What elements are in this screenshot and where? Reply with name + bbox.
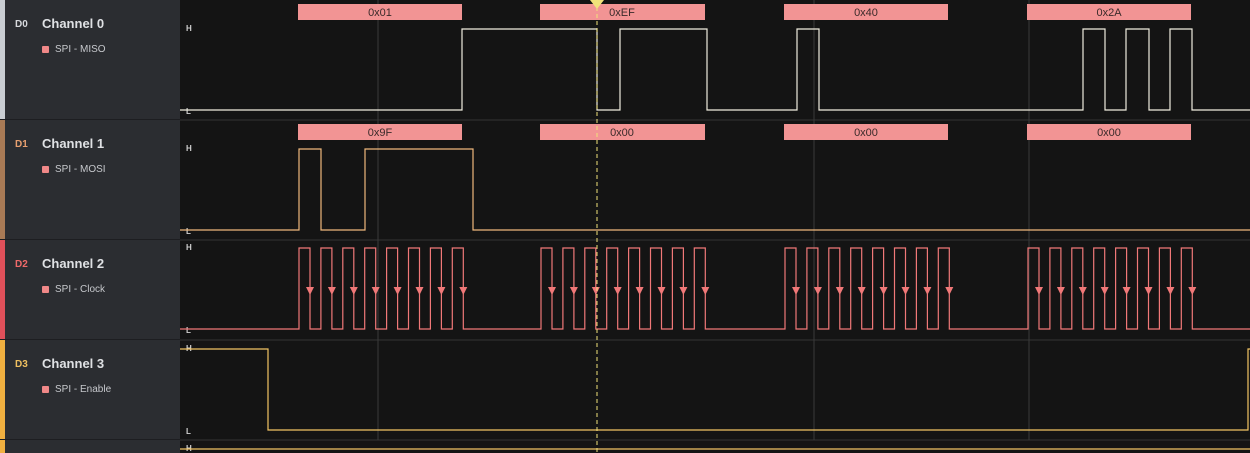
level-low-label: L xyxy=(186,326,191,335)
clock-sample-arrow-icon xyxy=(701,287,710,295)
clock-sample-arrow-icon xyxy=(437,287,446,295)
clock-sample-arrow-icon xyxy=(306,287,314,295)
clock-sample-arrow-icon xyxy=(792,287,800,295)
level-high-label: H xyxy=(186,144,192,153)
clock-sample-arrow-icon xyxy=(901,287,910,295)
analyzer-color-swatch xyxy=(42,286,49,293)
decoded-packet[interactable] xyxy=(540,4,705,20)
clock-sample-arrow-icon xyxy=(857,287,866,295)
clock-sample-arrow-icon xyxy=(835,287,844,295)
decoded-packet-value: 0x40 xyxy=(854,7,878,19)
channel-row-3[interactable]: D3 Channel 3 SPI - Enable xyxy=(0,340,180,440)
analyzer-label: SPI - Clock xyxy=(55,284,106,295)
channel-name[interactable]: Channel 0 xyxy=(42,16,105,31)
channel-accent-bar xyxy=(0,120,5,239)
level-low-label: L xyxy=(186,107,191,116)
clock-sample-arrow-icon xyxy=(327,287,336,295)
lane-separator xyxy=(180,339,1250,341)
mosi-decoded-packets[interactable]: 0x9F 0x00 0x00 0x00 xyxy=(298,124,1191,140)
channel-accent-bar xyxy=(0,440,5,453)
miso-decoded-packets[interactable]: 0x01 0xEF 0x40 0x2A xyxy=(298,4,1191,20)
miso-waveform xyxy=(180,28,1250,111)
decoded-packet[interactable] xyxy=(298,4,462,20)
clock-sample-arrow-icon xyxy=(569,287,578,295)
lane-separator xyxy=(180,439,1250,441)
decoded-packet-value: 0x2A xyxy=(1096,7,1122,19)
clock-sample-arrow-icon xyxy=(1078,287,1087,295)
channel-row-4[interactable] xyxy=(0,440,180,453)
clock-sample-arrow-icon xyxy=(923,287,932,295)
analyzer-label: SPI - Enable xyxy=(55,384,112,395)
channel-accent-bar xyxy=(0,340,5,439)
decoded-packet[interactable] xyxy=(1027,124,1191,140)
clock-sample-arrow-icon xyxy=(1144,287,1153,295)
clock-sample-arrow-icon xyxy=(945,287,954,295)
clock-sample-arrow-icon xyxy=(1035,287,1043,295)
waveform-canvas[interactable]: H L H L H L H L H 0x01 0xEF 0x40 0x2A 0x… xyxy=(180,0,1250,453)
clock-sample-arrow-icon xyxy=(1056,287,1065,295)
clock-sample-arrow-icon xyxy=(415,287,424,295)
level-high-label: H xyxy=(186,243,192,252)
channel-sidebar: D0 Channel 0 SPI - MISO D1 Channel 1 SPI… xyxy=(0,0,180,453)
mosi-waveform xyxy=(180,148,1250,231)
level-labels: H L H L H L H L H xyxy=(186,24,192,453)
decoded-packet-value: 0x01 xyxy=(368,7,392,19)
channel-row-2[interactable]: D2 Channel 2 SPI - Clock xyxy=(0,240,180,340)
clock-sample-arrow-icon xyxy=(813,287,822,295)
clock-sample-arrow-icon xyxy=(591,287,600,295)
decoded-packet[interactable] xyxy=(1027,4,1191,20)
clock-sample-arrow-icon xyxy=(371,287,380,295)
analyzer-label: SPI - MOSI xyxy=(55,164,106,175)
channel-id: D1 xyxy=(15,139,28,150)
channel-id: D2 xyxy=(15,259,28,270)
clock-sample-arrow-icon xyxy=(657,287,666,295)
clock-waveform xyxy=(180,247,1250,330)
waveform-area[interactable]: H L H L H L H L H 0x01 0xEF 0x40 0x2A 0x… xyxy=(180,0,1250,453)
decoded-packet[interactable] xyxy=(784,124,948,140)
timing-cursor-handle-icon[interactable] xyxy=(590,0,604,9)
decoded-packet-value: 0xEF xyxy=(609,7,635,19)
lane-separator xyxy=(180,119,1250,121)
clock-sample-arrow-icon xyxy=(613,287,622,295)
decoded-packet[interactable] xyxy=(784,4,948,20)
channel-name[interactable]: Channel 1 xyxy=(42,136,105,151)
clock-sample-arrow-icon xyxy=(1166,287,1175,295)
decoded-packet[interactable] xyxy=(540,124,705,140)
clock-sample-arrow-icon xyxy=(1122,287,1131,295)
analyzer-color-swatch xyxy=(42,166,49,173)
clock-sample-arrow-icon xyxy=(679,287,688,295)
lane-separators xyxy=(180,119,1250,441)
decoded-packet-value: 0x00 xyxy=(854,127,878,139)
channel-accent-bar xyxy=(0,240,5,339)
channel-id: D0 xyxy=(15,19,28,30)
clock-sample-arrow-icon xyxy=(459,287,468,295)
analyzer-label: SPI - MISO xyxy=(55,44,106,55)
clock-sample-arrow-icon xyxy=(349,287,358,295)
analyzer-color-swatch xyxy=(42,46,49,53)
clock-sample-arrow-icon xyxy=(548,287,556,295)
channel-name[interactable]: Channel 2 xyxy=(42,256,105,271)
analyzer-color-swatch xyxy=(42,386,49,393)
level-high-label: H xyxy=(186,24,192,33)
clock-sample-arrow-icon xyxy=(1188,287,1197,295)
channel-id: D3 xyxy=(15,359,28,370)
decoded-packet-value: 0x9F xyxy=(368,127,393,139)
decoded-packet-value: 0x00 xyxy=(610,127,634,139)
clock-sample-arrow-icon xyxy=(1100,287,1109,295)
channel-name[interactable]: Channel 3 xyxy=(42,356,105,371)
level-low-label: L xyxy=(186,227,191,236)
channel-row-0[interactable]: D0 Channel 0 SPI - MISO xyxy=(0,0,180,120)
clock-sample-arrow-icon xyxy=(635,287,644,295)
time-gridlines xyxy=(377,0,1030,440)
clock-sample-arrow-icon xyxy=(393,287,402,295)
decoded-packet[interactable] xyxy=(298,124,462,140)
decoded-packet-value: 0x00 xyxy=(1097,127,1121,139)
clock-sample-arrow-icon xyxy=(879,287,888,295)
clock-sample-markers xyxy=(306,287,1197,295)
level-low-label: L xyxy=(186,427,191,436)
channel-accent-bar xyxy=(0,0,5,119)
enable-waveform xyxy=(180,348,1250,431)
channel-row-1[interactable]: D1 Channel 1 SPI - MOSI xyxy=(0,120,180,240)
lane-separator xyxy=(180,239,1250,241)
